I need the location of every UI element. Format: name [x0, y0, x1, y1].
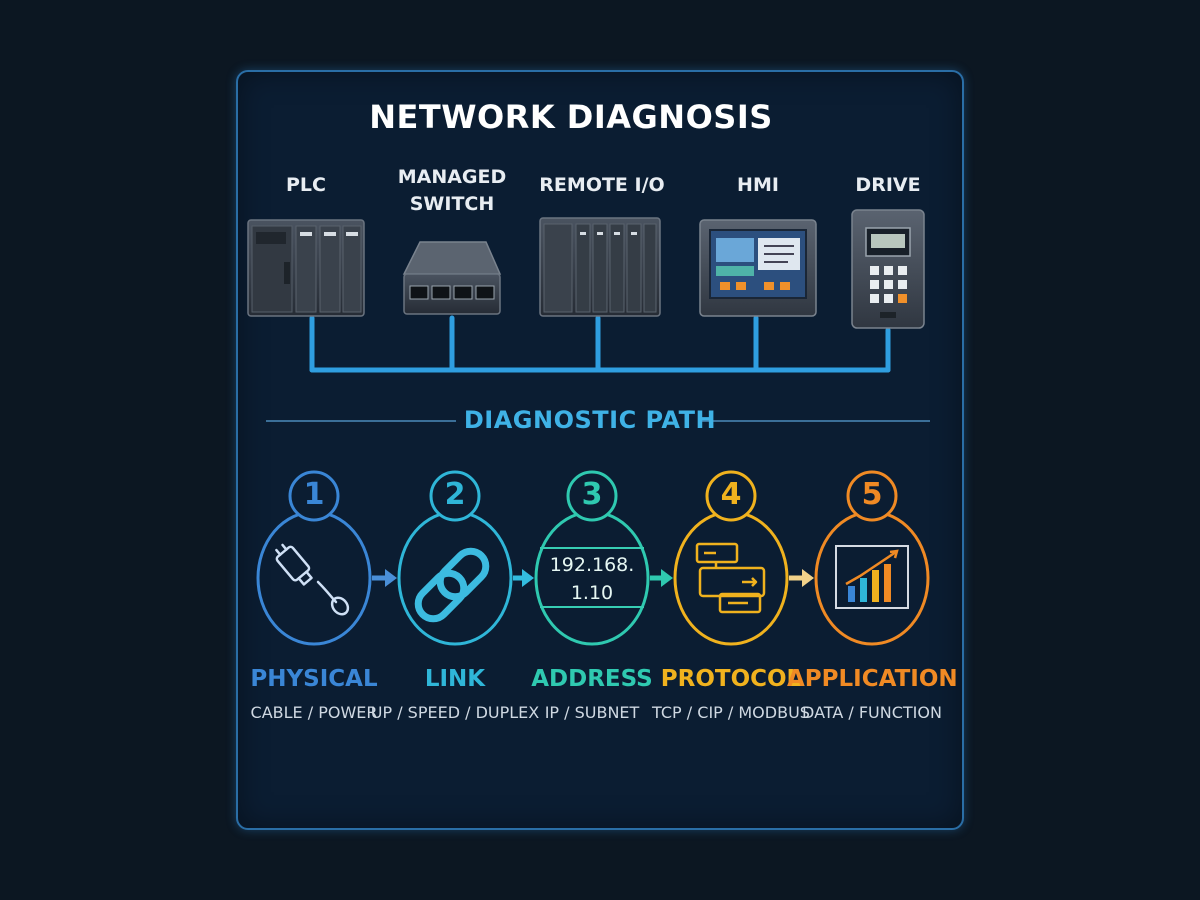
diagram-title: NETWORK DIAGNOSIS	[369, 98, 773, 136]
step-4-number: 4	[720, 477, 742, 512]
drive-icon	[851, 209, 925, 329]
step-2-badge	[429, 470, 481, 522]
step-2-subtitle: UP / SPEED / DUPLEX	[370, 703, 540, 722]
step-4-badge	[705, 470, 757, 522]
remote-io-icon	[539, 217, 661, 317]
plc-icon	[247, 219, 365, 317]
device-label-plc: PLC	[286, 174, 326, 196]
step-2-number: 2	[444, 477, 466, 512]
step-3-badge	[566, 470, 618, 522]
step-3-subtitle: IP / SUBNET	[544, 703, 640, 722]
step-4-ring	[673, 510, 789, 646]
step-arrow-1-head	[385, 569, 397, 587]
ip-address-icon	[540, 547, 644, 608]
diagram-panel	[236, 70, 964, 830]
step-4-name: PROTOCOL	[660, 666, 802, 692]
diagnostic-steps	[256, 470, 930, 646]
step-1-ring	[256, 510, 372, 646]
step-5-name: APPLICATION	[787, 666, 958, 692]
managed-switch-icon	[402, 241, 502, 315]
protocol-packets-icon	[695, 542, 766, 614]
step-3-name: ADDRESS	[531, 666, 653, 692]
step-1-number: 1	[303, 477, 325, 512]
device-label-managed-switch: MANAGED SWITCH	[397, 166, 507, 215]
bar-chart-icon	[835, 545, 909, 609]
step-1-subtitle: CABLE / POWER	[250, 703, 378, 722]
device-label-remote-io: REMOTE I/O	[539, 174, 665, 196]
step-5-badge	[846, 470, 898, 522]
step-5-number: 5	[861, 477, 883, 512]
cable-plug-icon	[275, 543, 350, 616]
network-bus	[309, 315, 891, 373]
device-label-drive: DRIVE	[855, 174, 921, 196]
ip-line-2: 1.10	[570, 582, 614, 604]
hmi-icon	[699, 219, 817, 317]
step-3-number: 3	[581, 477, 603, 512]
step-2-name: LINK	[424, 666, 486, 692]
step-5-subtitle: DATA / FUNCTION	[802, 703, 942, 722]
device-label-hmi: HMI	[737, 174, 779, 196]
section-title: DIAGNOSTIC PATH	[463, 406, 717, 434]
step-arrow-2-head	[522, 569, 534, 587]
step-4-subtitle: TCP / CIP / MODBUS	[652, 703, 810, 722]
step-arrow-3-head	[661, 569, 673, 587]
step-1-name: PHYSICAL	[250, 666, 378, 692]
step-arrow-4-head	[802, 569, 814, 587]
chain-link-icon	[414, 547, 490, 623]
ip-line-1: 192.168.	[549, 554, 635, 576]
step-1-badge	[288, 470, 340, 522]
